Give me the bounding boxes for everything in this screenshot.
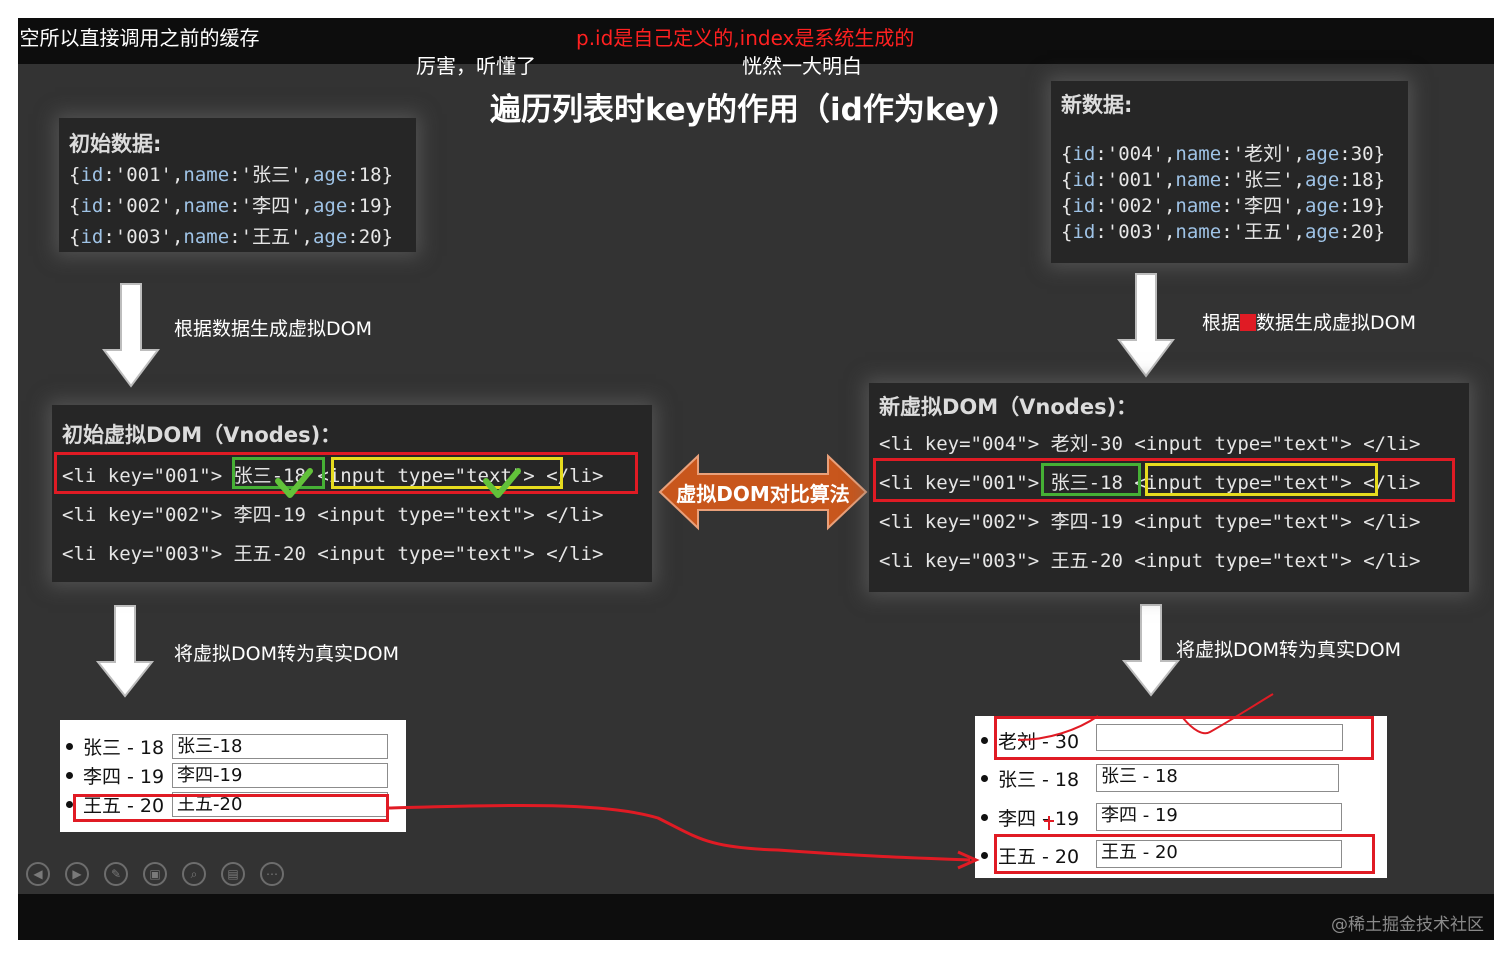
arrow-caption: 将虚拟DOM转为真实DOM xyxy=(1176,639,1401,661)
arrow-caption: 根据数据生成虚拟DOM xyxy=(1202,312,1416,334)
new-real-dom: 老刘 - 30 张三 - 18 张三 - 18 李四 - 19 李四 - 19 … xyxy=(975,716,1387,878)
check-icon xyxy=(275,468,313,498)
new-vdom-title: 新虚拟DOM（Vnodes)： xyxy=(879,395,1138,419)
bottom-letterbox xyxy=(18,894,1494,940)
check-icon xyxy=(483,468,521,498)
list-item: 李四 - 19 xyxy=(66,761,164,789)
list-item: 李四 - 19 xyxy=(981,803,1079,831)
data-row: {id:'003',name:'王五',age:20} xyxy=(1061,221,1386,243)
initial-data-panel: 初始数据: {id:'001',name:'张三',age:18} {id:'0… xyxy=(59,118,416,252)
data-row: {id:'002',name:'李四',age:19} xyxy=(69,195,394,217)
bullet-icon xyxy=(66,771,73,779)
data-row: {id:'003',name:'王五',age:20} xyxy=(69,226,394,248)
bullet-icon xyxy=(981,736,988,744)
initial-vdom-title: 初始虚拟DOM（Vnodes)： xyxy=(62,423,342,447)
bullet-icon xyxy=(66,742,73,750)
compare-label: 虚拟DOM对比算法 xyxy=(676,482,850,506)
highlight-label-box xyxy=(232,457,325,489)
highlight-input-box xyxy=(1145,463,1378,496)
watermark: @稀土掘金技术社区 xyxy=(1331,915,1484,935)
vnode-row: <li key="002"> 李四-19 <input type="text">… xyxy=(62,504,604,526)
highlight-row-box xyxy=(73,794,389,822)
highlight-row-box xyxy=(873,458,1455,502)
more-icon[interactable]: ⋯ xyxy=(260,862,284,886)
bullet-icon xyxy=(981,851,988,859)
list-item: 老刘 - 30 xyxy=(981,726,1079,754)
data-row: {id:'001',name:'张三',age:18} xyxy=(1061,169,1386,191)
bullet-icon xyxy=(981,813,988,821)
next-icon[interactable]: ▶ xyxy=(65,862,89,886)
new-data-panel: 新数据: {id:'004',name:'老刘',age:30} {id:'00… xyxy=(1051,81,1408,263)
vnode-row: <li key="004"> 老刘-30 <input type="text">… xyxy=(879,433,1421,455)
pen-icon[interactable]: ✎ xyxy=(104,862,128,886)
bullet-icon xyxy=(981,774,988,782)
text-input[interactable] xyxy=(1096,724,1343,751)
list-item: 张三 - 18 xyxy=(66,732,164,760)
new-data-title: 新数据: xyxy=(1061,93,1133,117)
arrow-caption: 根据数据生成虚拟DOM xyxy=(174,318,372,340)
vnode-row: <li key="001"> 张三-18 <input type="text">… xyxy=(62,465,604,487)
list-item: 张三 - 18 xyxy=(981,764,1079,792)
zoom-icon[interactable]: ⌕ xyxy=(182,862,206,886)
highlight-label-box xyxy=(1041,463,1141,496)
danmaku-comment: 恍然一大明白 xyxy=(742,54,862,78)
highlight-row-box xyxy=(54,452,638,494)
text-input[interactable]: 张三-18 xyxy=(172,734,388,759)
vnode-row: <li key="003"> 王五-20 <input type="text">… xyxy=(879,550,1421,572)
text-input[interactable]: 王五 - 20 xyxy=(1096,840,1342,868)
danmaku-comment: j空所以直接调用之前的缓存 xyxy=(18,26,260,50)
arrow-caption: 将虚拟DOM转为真实DOM xyxy=(174,643,399,665)
subtitle-icon[interactable]: ▤ xyxy=(221,862,245,886)
highlight-input-box xyxy=(331,457,563,489)
initial-real-dom: 张三 - 18 张三-18 李四 - 19 李四-19 王五 - 20 王五-2… xyxy=(60,720,406,832)
down-arrow-icon xyxy=(1121,604,1181,697)
bullet-icon xyxy=(66,800,73,808)
vnode-row: <li key="002"> 李四-19 <input type="text">… xyxy=(879,511,1421,533)
video-frame: j空所以直接调用之前的缓存 p.id是自己定义的,index是系统生成的 厉害，… xyxy=(18,18,1494,940)
vnode-row: <li key="003"> 王五-20 <input type="text">… xyxy=(62,543,604,565)
data-row: {id:'001',name:'张三',age:18} xyxy=(69,164,394,186)
compare-arrow-icon xyxy=(658,453,868,531)
danmaku-comment: 厉害，听懂了 xyxy=(416,54,536,78)
text-input[interactable]: 李四-19 xyxy=(172,763,388,788)
data-row: {id:'002',name:'李四',age:19} xyxy=(1061,195,1386,217)
danmaku-comment: p.id是自己定义的,index是系统生成的 xyxy=(576,26,915,50)
slide-title: 遍历列表时key的作用（id作为key) xyxy=(490,92,1001,128)
highlight-row-box xyxy=(994,716,1374,760)
down-arrow-icon xyxy=(95,605,155,698)
redacted-mark xyxy=(1240,314,1257,331)
slides-icon[interactable]: ▣ xyxy=(143,862,167,886)
list-item: 王五 - 20 xyxy=(981,841,1079,869)
data-row: {id:'004',name:'老刘',age:30} xyxy=(1061,143,1386,165)
initial-vdom-panel: 初始虚拟DOM（Vnodes)： <li key="001"> 张三-18 <i… xyxy=(52,405,652,582)
down-arrow-icon xyxy=(1117,273,1175,378)
new-vdom-panel: 新虚拟DOM（Vnodes)： <li key="004"> 老刘-30 <in… xyxy=(869,383,1469,592)
annotation-strokes xyxy=(387,693,1274,870)
highlight-row-box xyxy=(994,834,1375,874)
down-arrow-icon xyxy=(102,283,160,388)
text-input[interactable]: 李四 - 19 xyxy=(1096,803,1342,831)
text-input[interactable]: 张三 - 18 xyxy=(1096,764,1339,792)
list-item: 王五 - 20 xyxy=(66,790,164,818)
top-letterbox xyxy=(18,18,1494,64)
prev-icon[interactable]: ◀ xyxy=(26,862,50,886)
initial-data-title: 初始数据: xyxy=(69,132,162,156)
